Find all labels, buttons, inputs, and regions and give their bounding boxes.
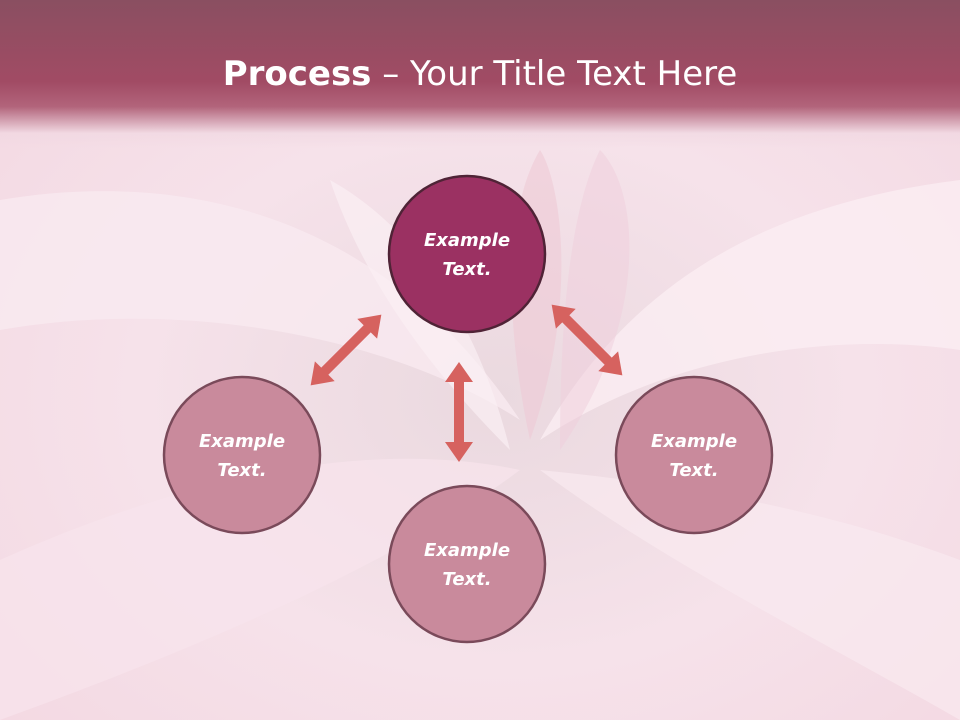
node-bottom: Example Text. bbox=[387, 484, 547, 644]
node-center-line1: Example bbox=[424, 230, 510, 251]
title-bar bbox=[0, 0, 960, 148]
node-right: Example Text. bbox=[614, 375, 774, 535]
node-center: Example Text. bbox=[387, 174, 547, 334]
title-rest: – Your Title Text Here bbox=[371, 54, 738, 94]
title-bold: Process bbox=[222, 54, 372, 94]
node-left-line1: Example bbox=[199, 431, 285, 452]
node-right-line2: Text. bbox=[669, 460, 718, 481]
arrow-center-right bbox=[551, 304, 623, 376]
node-center-line2: Text. bbox=[442, 259, 491, 280]
arrow-center-bottom bbox=[445, 362, 473, 462]
arrow-center-left bbox=[310, 314, 382, 386]
node-left-line2: Text. bbox=[217, 460, 266, 481]
node-bottom-line1: Example bbox=[424, 540, 510, 561]
node-bottom-line2: Text. bbox=[442, 569, 491, 590]
node-left: Example Text. bbox=[162, 375, 322, 535]
page-title: Process – Your Title Text Here bbox=[0, 50, 960, 98]
node-right-line1: Example bbox=[651, 431, 737, 452]
